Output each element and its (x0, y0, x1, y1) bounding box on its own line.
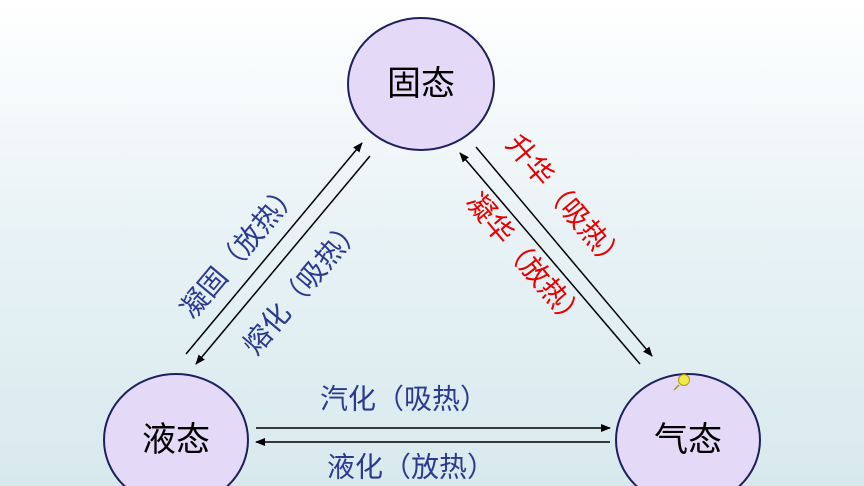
pen-cursor-icon (673, 374, 690, 391)
vaporization-label: 汽化（吸热） (320, 383, 488, 416)
solidification-arrow (185, 142, 363, 355)
liquid-state-label: 液态 (142, 420, 210, 460)
solid-state-node (347, 17, 495, 151)
solid-state-label: 固态 (387, 64, 455, 104)
liquid-state-node (103, 373, 249, 486)
sublimation-arrow (475, 146, 653, 357)
melting-arrow (195, 155, 371, 365)
deposition-arrow (459, 152, 641, 365)
gas-state-node (615, 373, 761, 486)
gas-state-label: 气态 (654, 420, 722, 460)
liquefaction-label: 液化（放热） (327, 451, 495, 484)
